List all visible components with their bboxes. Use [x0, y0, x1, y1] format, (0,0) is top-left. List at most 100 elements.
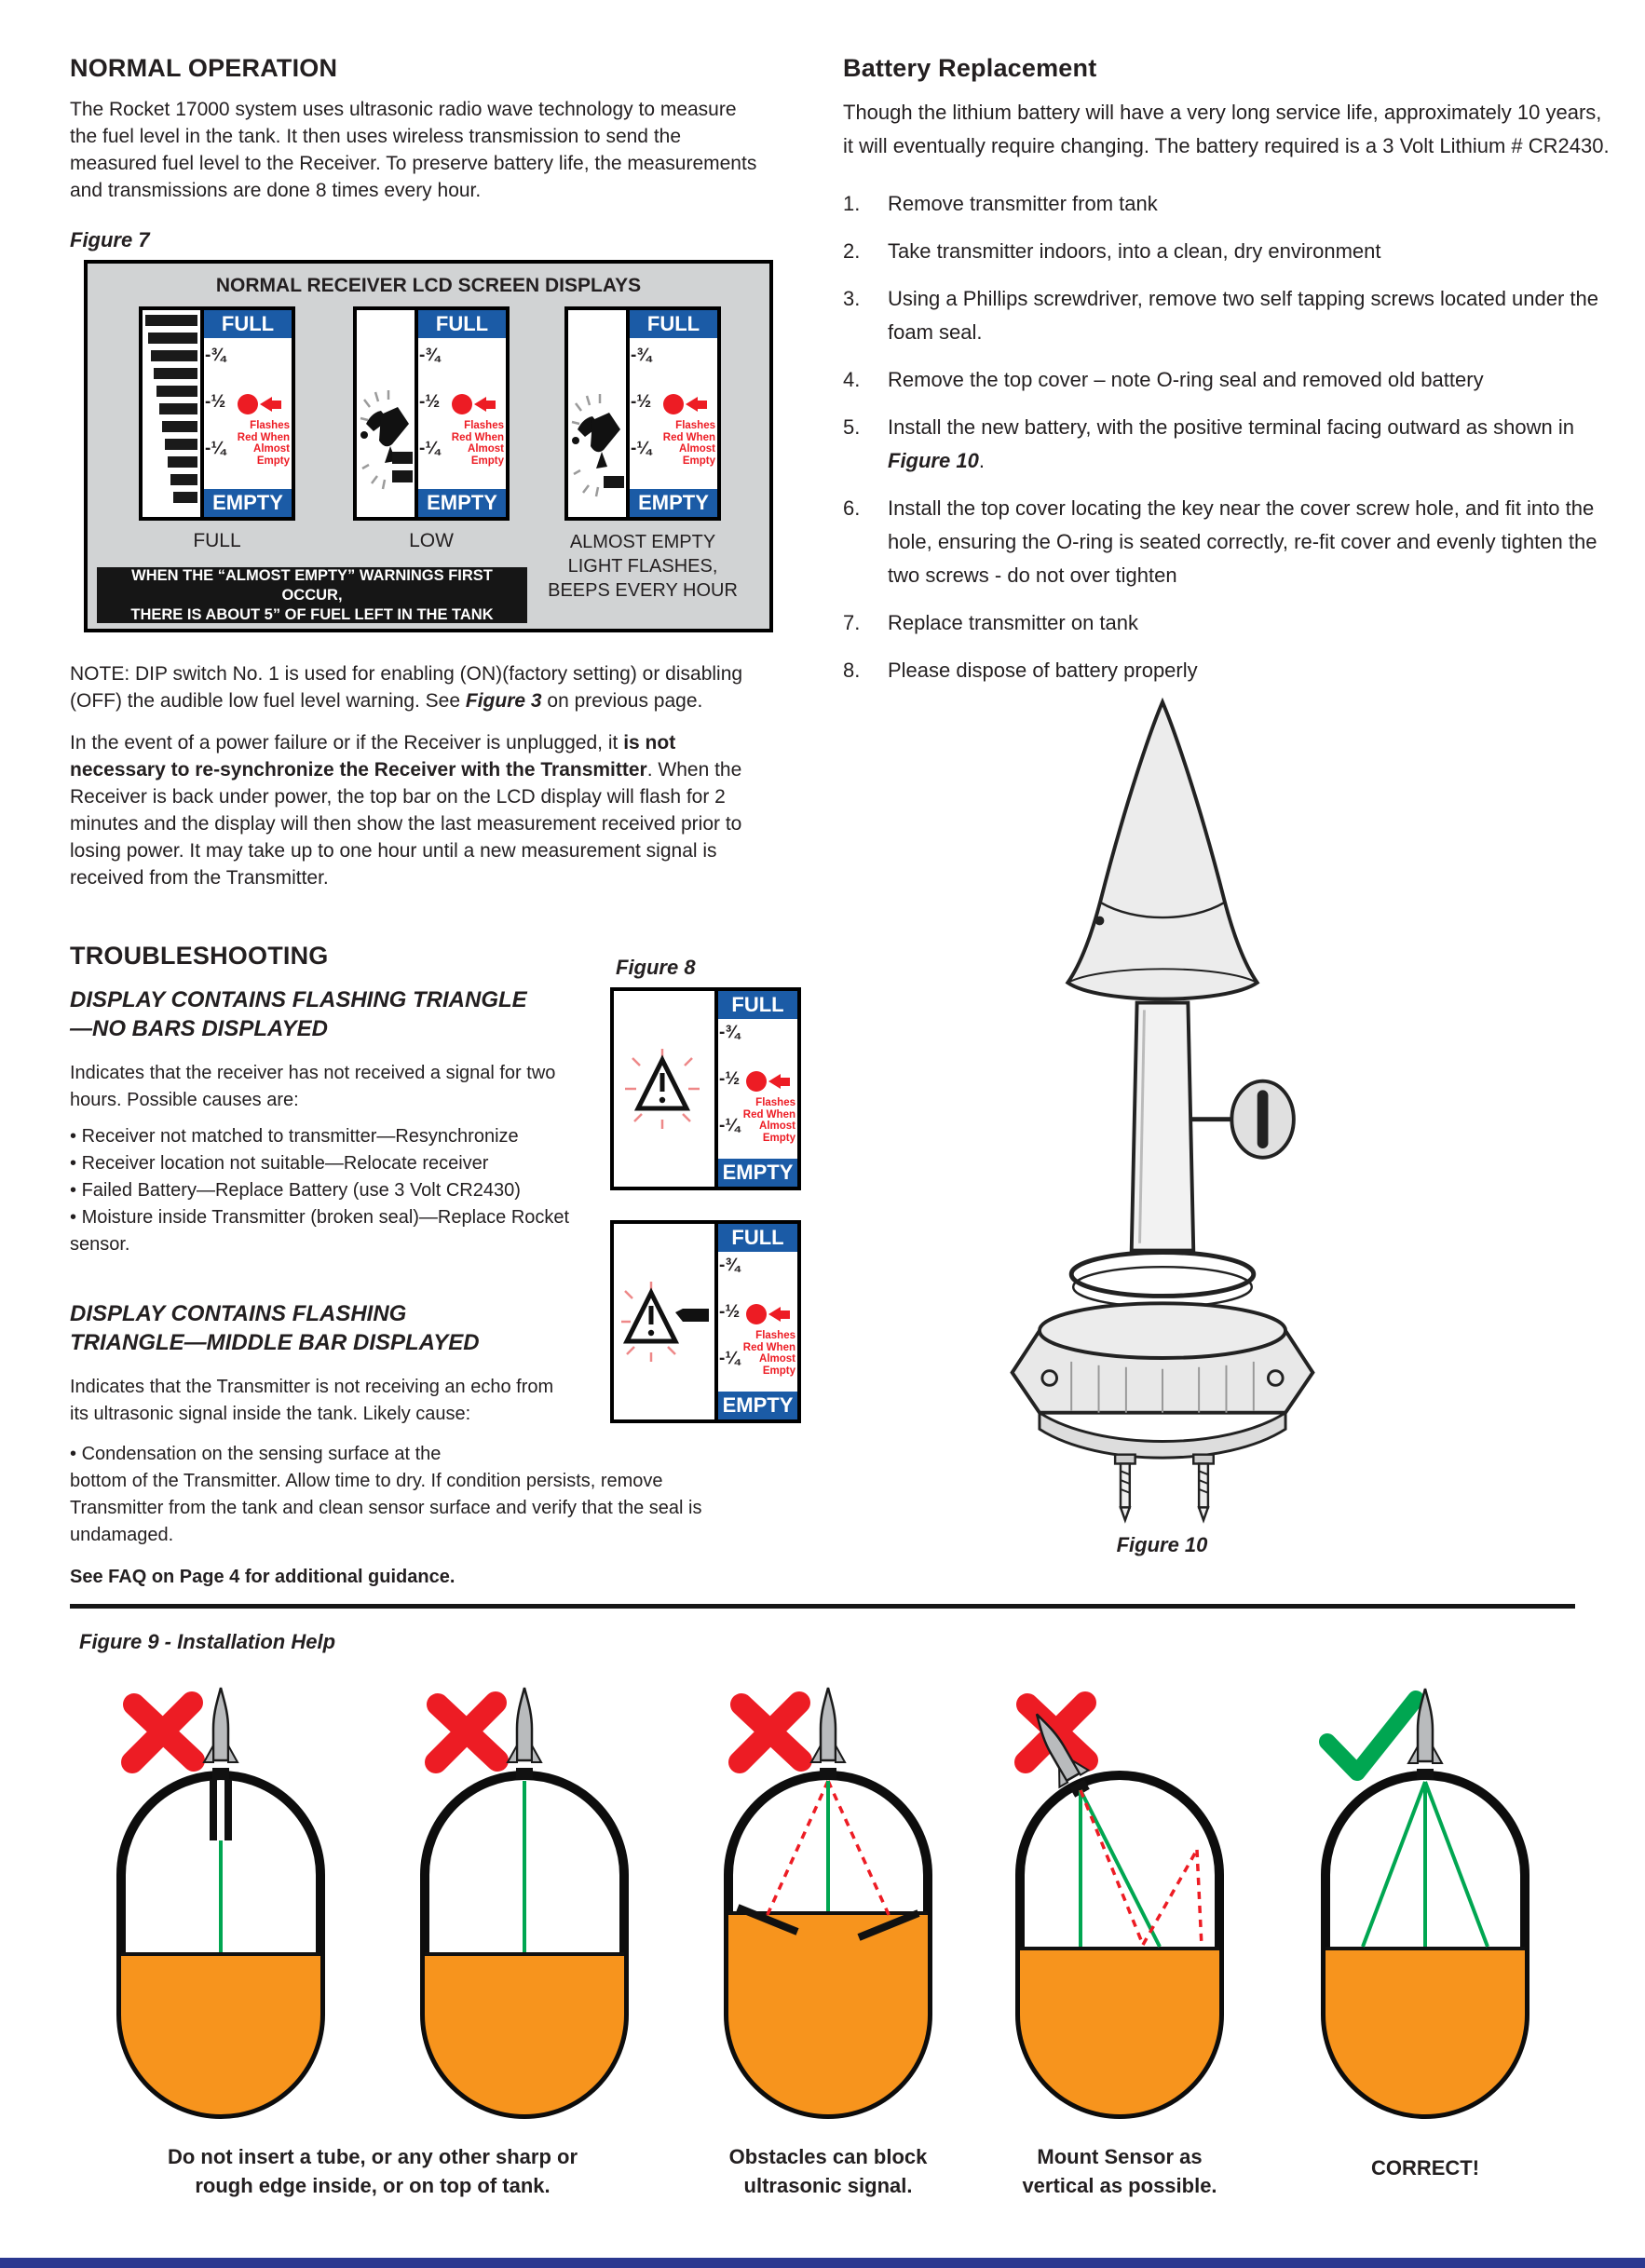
list-item: 8.Please dispose of battery properly [843, 654, 1616, 687]
tick-three-quarters: -¾ [205, 346, 226, 365]
note-text: NOTE: DIP switch No. 1 is used for enabl… [70, 663, 743, 712]
lcd-display-triangle-middle-bar: FULL -¾ -½ -¼ Flashes Red When Almost Em… [610, 1220, 801, 1423]
power-text: In the event of a power failure or if th… [70, 732, 624, 754]
rocket-sensor-icon [1407, 1688, 1444, 1780]
flashes-red-note: Flashes Red When Almost Empty [662, 420, 715, 467]
ts-subheading-middle-bar: DISPLAY CONTAINS FLASHING TRIANGLE—MIDDL… [70, 1301, 480, 1355]
power-text-end: . When the Receiver is back under power,… [70, 759, 742, 889]
step-text: Remove transmitter from tank [888, 192, 1158, 215]
left-arrow-icon [768, 1074, 790, 1089]
lcd-full-band: FULL [718, 991, 797, 1019]
step-number: 2. [843, 239, 861, 263]
checkmark-icon [1319, 1691, 1424, 1781]
tick-half: -½ [631, 392, 652, 412]
tick-half: -½ [205, 392, 226, 412]
lcd-scale-area: FULL -¾ -½ -¼ Flashes Red When Almost Em… [204, 310, 292, 517]
lcd-scale-area: FULL -¾ -½ -¼ Flashes Red When Almost Em… [718, 1224, 797, 1419]
left-arrow-icon [474, 397, 496, 412]
lcd-full-bargraph-area [143, 310, 204, 517]
flashes-red-note: Flashes Red When Almost Empty [237, 420, 290, 467]
lcd-display-low: FULL -¾ -½ -¼ Flashes Red When Almost Em… [353, 306, 510, 521]
lcd-empty-band: EMPTY [418, 489, 506, 517]
blocked-beam-line [764, 1780, 830, 1920]
left-column: NORMAL OPERATION The Rocket 17000 system… [70, 54, 773, 1591]
lcd-empty-band: EMPTY [630, 489, 717, 517]
screw-left [1113, 1453, 1136, 1524]
tick-half: -½ [419, 392, 441, 412]
tick-quarter: -¼ [205, 439, 226, 458]
ts-body-middle-bar: Indicates that the Transmitter is not re… [70, 1377, 554, 1424]
left-arrow-icon [260, 397, 281, 412]
step-number: 3. [843, 287, 861, 310]
figure7-panel: NORMAL RECEIVER LCD SCREEN DISPLAYS [84, 260, 773, 632]
figure10-caption: Figure 10 [1116, 1533, 1208, 1556]
rocket-sensor-icon [1035, 1713, 1091, 1798]
step-text: Take transmitter indoors, into a clean, … [888, 239, 1381, 263]
step-number: 7. [843, 611, 861, 634]
obstacle-line [857, 1909, 920, 1941]
lcd-scale-area: FULL -¾ -½ -¼ Flashes Red When Almost Em… [630, 310, 717, 517]
reflected-beam-line [1195, 1849, 1203, 1948]
lcd-full-band: FULL [418, 310, 506, 338]
ts-body-no-bars: Indicates that the receiver has not rece… [70, 1063, 556, 1110]
red-warning-dot [663, 394, 684, 414]
footer-color-bar [0, 2258, 1645, 2268]
tank-caption-no-tube: Do not insert a tube, or any other sharp… [167, 2145, 578, 2197]
rocket-sensor-icon [809, 1687, 847, 1779]
right-column: Battery Replacement Though the lithium b… [843, 54, 1616, 701]
ts-causes-list: Receiver not matched to transmitter—Resy… [70, 1123, 591, 1258]
ts-condensation-continuation: bottom of the Transmitter. Allow time to… [70, 1471, 702, 1545]
ultrasonic-beam-line [1361, 1781, 1427, 1948]
red-warning-dot [238, 394, 258, 414]
tank-caption-correct: CORRECT! [1370, 2156, 1480, 2180]
tank-diagram-sharp-edge [420, 1687, 629, 2119]
step-text: Install the new battery, with the positi… [888, 411, 1616, 478]
fuel-bars-graphic [145, 315, 197, 503]
power-failure-paragraph: In the event of a power failure or if th… [70, 729, 761, 891]
left-arrow-icon [686, 397, 707, 412]
tick-quarter: -¼ [631, 439, 652, 458]
lcd-empty-band: EMPTY [204, 489, 292, 517]
lcd-caption-full: FULL [193, 530, 241, 551]
list-item: 5.Install the new battery, with the posi… [843, 411, 1616, 478]
lcd-scale-area: FULL -¾ -½ -¼ Flashes Red When Almost Em… [718, 991, 797, 1187]
tank-diagram-correct [1319, 1688, 1529, 2119]
lcd-empty-band: EMPTY [718, 1159, 797, 1187]
tick-half: -½ [719, 1069, 741, 1089]
rocket-sensor-icon [202, 1687, 239, 1840]
lcd-full-band: FULL [630, 310, 717, 338]
list-item: Moisture inside Transmitter (broken seal… [70, 1204, 591, 1258]
blocked-beam-line [826, 1780, 892, 1920]
step-number: 4. [843, 368, 861, 391]
step-number: 1. [843, 192, 861, 215]
ts-condensation-bullet: • Condensation on the sensing surface at… [70, 1444, 442, 1464]
red-warning-dot [746, 1071, 767, 1092]
list-item: 3. Using a Phillips screwdriver, remove t… [843, 282, 1616, 349]
lcd-almost-empty-graphic-area [568, 310, 630, 517]
tank-diagram-tilted-sensor [1014, 1691, 1224, 2119]
list-item: Failed Battery—Replace Battery (use 3 Vo… [70, 1177, 591, 1204]
almost-empty-warning-box: WHEN THE “ALMOST EMPTY” WARNINGS FIRST O… [97, 567, 527, 623]
lcd-triangle-area [614, 1224, 718, 1419]
note-figure3-ref: Figure 3 [465, 690, 542, 712]
power-bold-text: is not necessary to re-synchronize the R… [70, 732, 676, 781]
list-item: Receiver location not suitable—Relocate … [70, 1150, 591, 1177]
note-text-end: on previous page. [541, 690, 703, 712]
warning-triangle-icon [621, 1282, 709, 1362]
step-text: Using a Phillips screwdriver, remove two… [888, 287, 1599, 344]
tick-half: -½ [719, 1302, 741, 1322]
rocket-transmitter-illustration [1009, 697, 1315, 1524]
normal-operation-body: The Rocket 17000 system uses ultrasonic … [70, 99, 757, 201]
flashes-red-note: Flashes Red When Almost Empty [742, 1330, 795, 1377]
list-item: Receiver not matched to transmitter—Resy… [70, 1123, 591, 1150]
lcd-caption-almost-empty: ALMOST EMPTY LIGHT FLASHES, BEEPS EVERY … [548, 532, 738, 601]
ts-subheading-no-bars: DISPLAY CONTAINS FLASHING TRIANGLE—NO BA… [70, 987, 527, 1041]
tank-diagram-obstacles [724, 1687, 932, 2119]
tank-diagram-tube [116, 1687, 325, 2119]
lcd-triangle-area [614, 991, 718, 1187]
list-item: 4.Remove the top cover – note O-ring sea… [843, 363, 1616, 397]
step-text-pre: Install the new battery, with the positi… [888, 415, 1574, 439]
figure10-ref: Figure 10 [888, 449, 979, 472]
lcd-caption-low: LOW [409, 530, 454, 551]
